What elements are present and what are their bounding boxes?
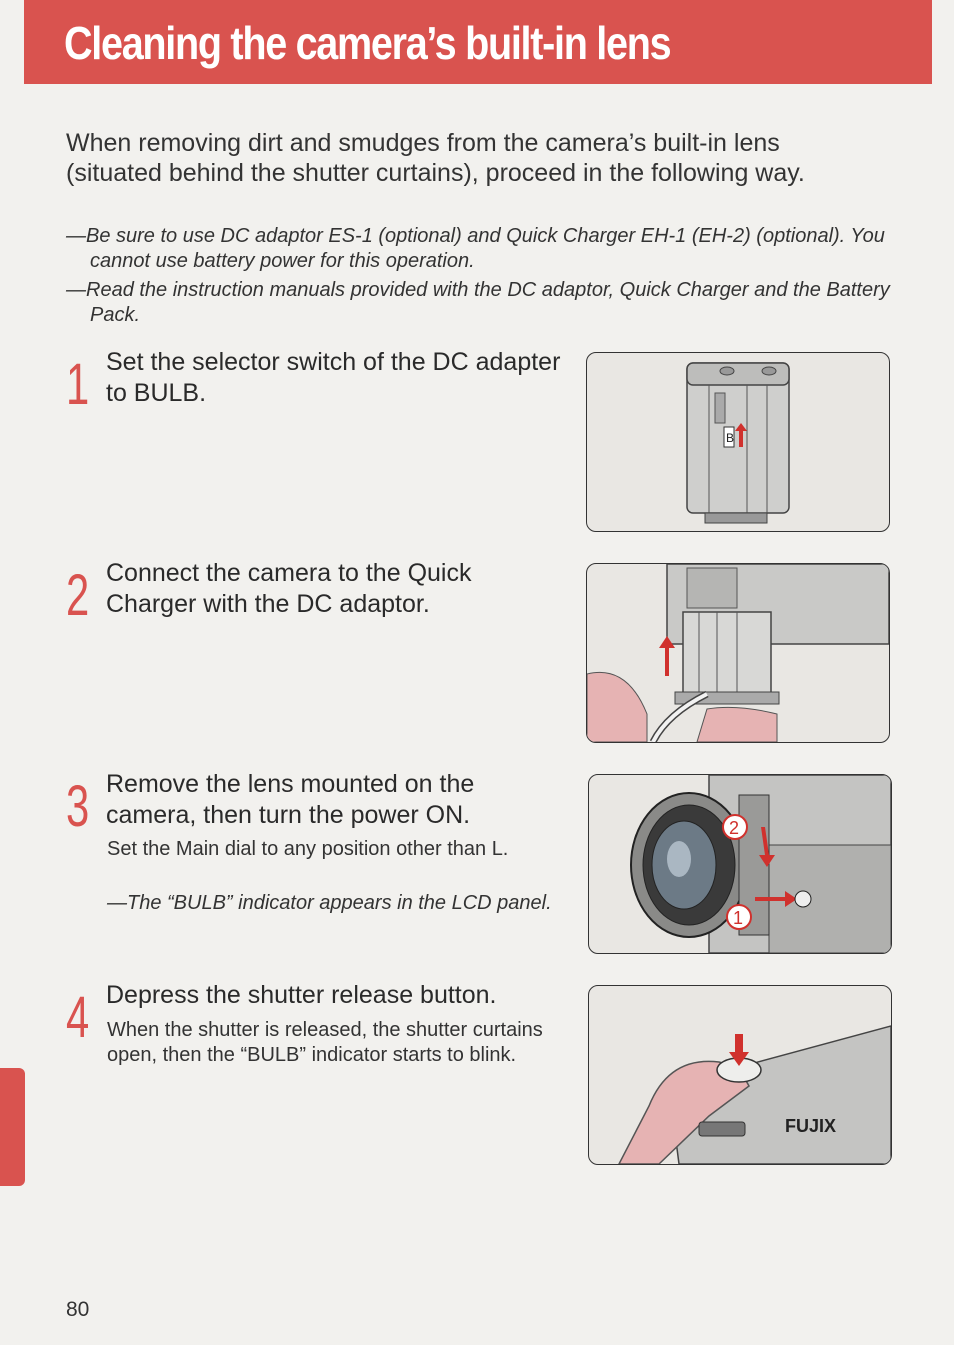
charger-connection-drawing: [587, 564, 889, 742]
intro-paragraph: When removing dirt and smudges from the …: [66, 129, 805, 187]
arrow-down-icon: [729, 1034, 749, 1066]
arrow-down-icon: [759, 827, 775, 867]
step-3-note: —The “BULB” indicator appears in the LCD…: [107, 892, 552, 914]
step-2-number: 2: [66, 563, 90, 628]
callout-1-label: 1: [733, 908, 743, 928]
step-3-illustration: 2 1: [588, 774, 892, 954]
page-title: Cleaning the camera’s built-in lens: [64, 17, 672, 69]
dc-adaptor-drawing: B: [686, 362, 790, 524]
arrow-up-icon: [735, 423, 747, 447]
step-3-title: Remove the lens mounted on the camera, t…: [106, 770, 475, 829]
callout-1-icon: [726, 904, 752, 930]
step-1-number: 1: [66, 352, 90, 417]
page-number: 80: [66, 1298, 90, 1321]
arrow-right-icon: [755, 891, 797, 907]
step-1-illustration: B: [586, 352, 890, 532]
note-dc-adaptor: —Be sure to use DC adaptor ES-1 (optiona…: [66, 225, 885, 272]
step-4-body: When the shutter is released, the shutte…: [107, 1019, 543, 1066]
step-3-body: Set the Main dial to any position other …: [107, 838, 509, 860]
shutter-release-drawing: FUJIX: [618, 1025, 891, 1164]
step-4-number: 4: [66, 985, 90, 1050]
title-bar: Cleaning the camera’s built-in lens: [24, 0, 932, 84]
step-4-illustration: FUJIX: [588, 985, 892, 1165]
chapter-tab: [0, 1068, 25, 1186]
arrow-up-icon: [659, 636, 675, 676]
step-3-number: 3: [66, 774, 90, 839]
selector-switch-label: B: [726, 431, 734, 445]
step-2-title: Connect the camera to the Quick Charger …: [106, 559, 472, 618]
step-4-title: Depress the shutter release button.: [106, 981, 497, 1009]
step-1-title: Set the selector switch of the DC adapte…: [106, 348, 561, 407]
callout-2-icon: [722, 814, 748, 840]
callout-2-label: 2: [729, 818, 739, 838]
brand-logo-text: FUJIX: [785, 1116, 836, 1136]
step-2-illustration: [586, 563, 890, 743]
note-instruction-manuals: —Read the instruction manuals provided w…: [66, 279, 890, 326]
camera-lens-drawing: 2 1: [630, 775, 891, 953]
